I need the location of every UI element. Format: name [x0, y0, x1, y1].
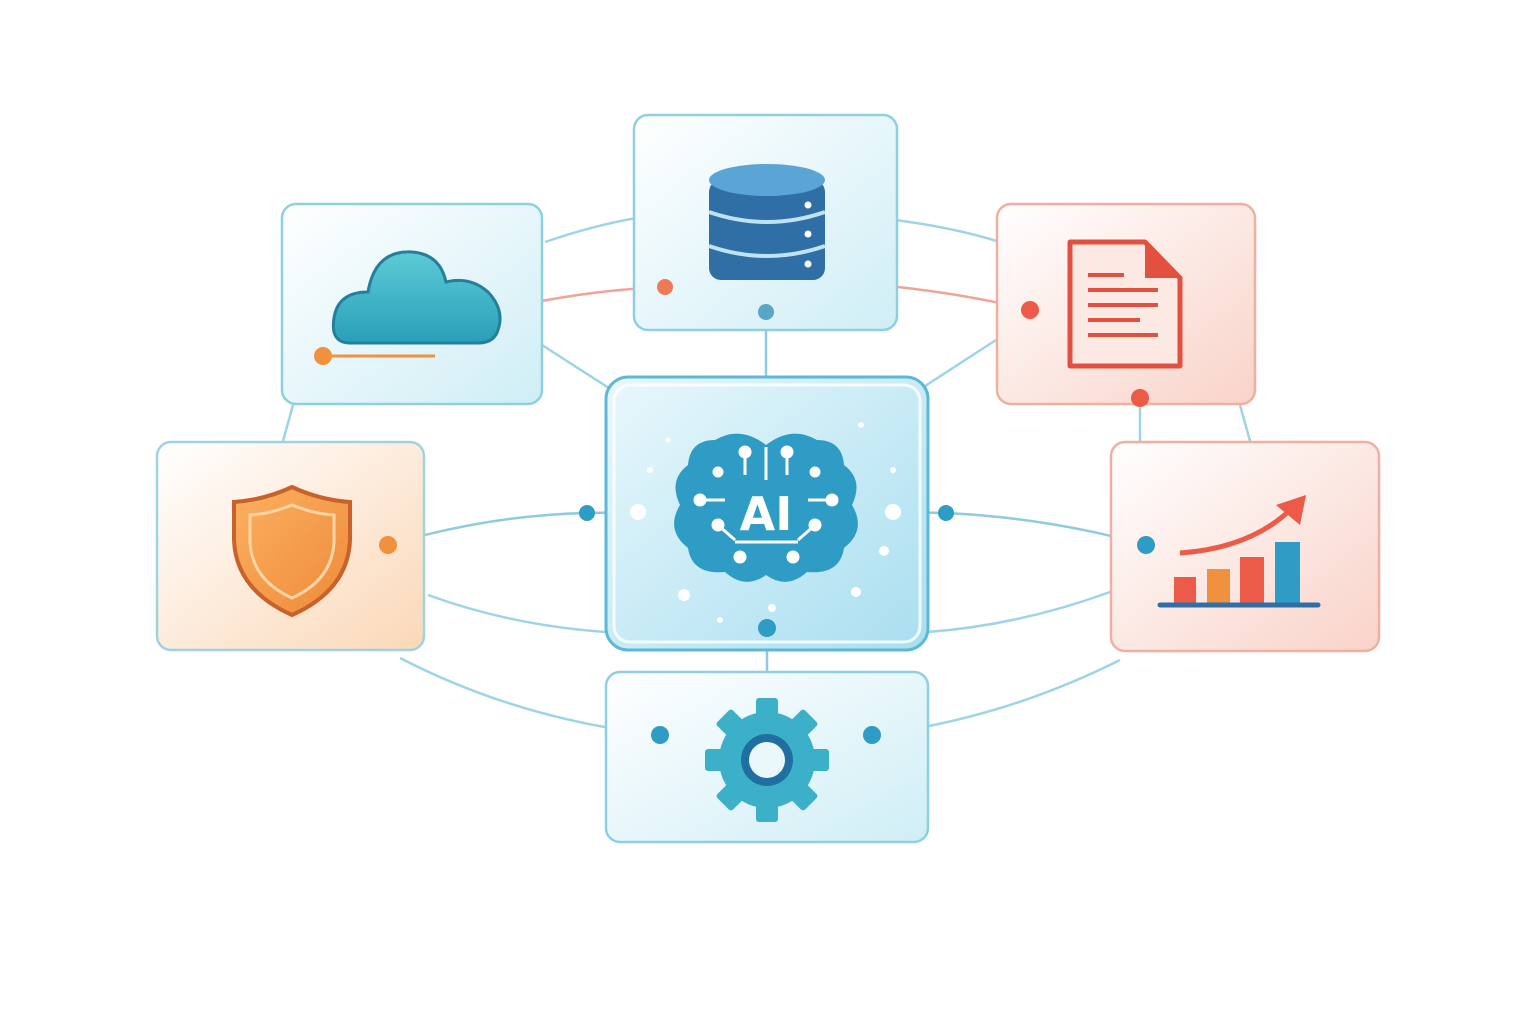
dot-gear-right — [863, 726, 881, 744]
dot-document-bottom — [1131, 389, 1149, 407]
node-settings[interactable] — [604, 670, 930, 844]
connector-shield-center — [387, 510, 639, 547]
dot-center-bottom — [758, 619, 776, 637]
node-security[interactable] — [155, 440, 426, 652]
dot-center-left-inner — [630, 504, 646, 520]
bar-chart-trend-icon — [1157, 495, 1321, 608]
connector-shield-center-lower — [427, 593, 606, 634]
connector-document-center — [921, 338, 997, 390]
brain-circuit-icon: AI — [674, 433, 858, 582]
shield-icon — [232, 484, 352, 618]
dot-chart — [1137, 536, 1155, 554]
connector-dots — [314, 279, 1155, 744]
node-cloud[interactable] — [280, 202, 544, 406]
gear-icon — [705, 698, 829, 822]
sparkle-particles — [647, 422, 896, 623]
dot-center-right-inner — [885, 504, 901, 520]
database-icon — [708, 164, 826, 280]
node-ai-center[interactable]: AI — [604, 375, 930, 652]
connector-center-chart-lower — [927, 590, 1111, 634]
dot-database-left — [657, 279, 673, 295]
document-icon — [1067, 239, 1183, 369]
dot-cloud — [314, 347, 332, 365]
dot-center-right-outer — [938, 505, 954, 521]
ai-label: AI — [740, 487, 793, 541]
connector-center-chart — [892, 510, 1147, 547]
node-analytics[interactable] — [1109, 440, 1381, 653]
connector-cloud-center — [541, 343, 613, 392]
cloud-icon — [331, 250, 502, 345]
node-database[interactable] — [632, 113, 899, 332]
dot-shield — [379, 536, 397, 554]
dot-gear-left — [651, 726, 669, 744]
node-document[interactable] — [995, 202, 1257, 406]
dot-database-bottom — [758, 304, 774, 320]
connector-cloud-shield — [281, 404, 295, 442]
dot-center-left-outer — [579, 505, 595, 521]
dot-document-left — [1021, 301, 1039, 319]
